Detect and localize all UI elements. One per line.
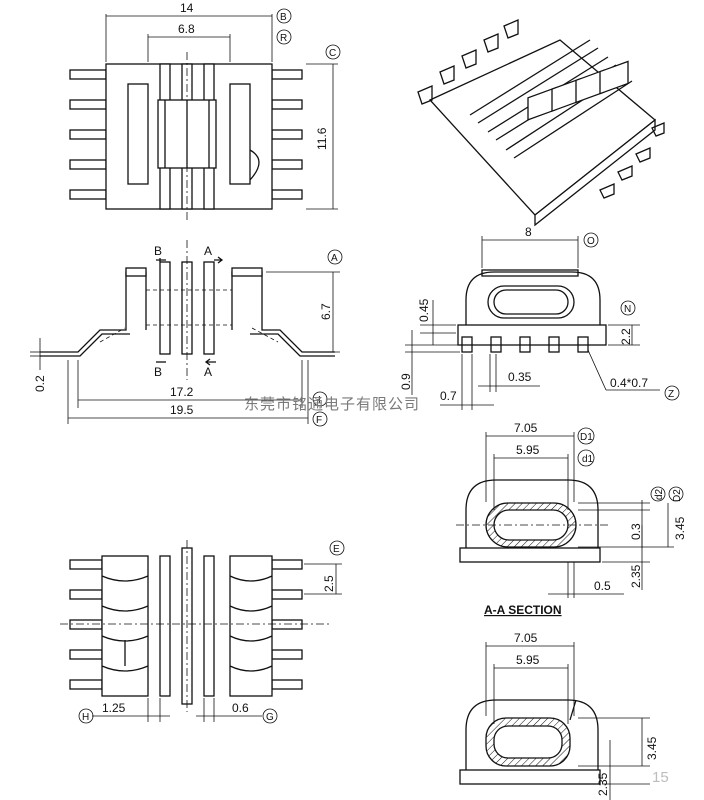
top-view-dim-inner: 6.8 — [178, 22, 195, 36]
section-title: A-A SECTION — [484, 603, 562, 617]
callout-f: F — [316, 415, 322, 426]
iso-pins-left — [417, 19, 519, 105]
lower-section-dim-outer: 7.05 — [514, 631, 538, 645]
top-view-dim-width: 14 — [180, 1, 194, 15]
top-view-right-pins — [271, 69, 303, 200]
top-view-left-pins — [69, 69, 107, 200]
section-b-top: B — [154, 244, 162, 258]
callout-d1-upper: D1 — [580, 432, 593, 443]
watermark-text: 东莞市铭通电子有限公司 — [244, 396, 420, 413]
side-view-pins — [461, 336, 589, 353]
callout-h: H — [82, 712, 89, 723]
callout-g: G — [266, 712, 274, 723]
top-view: 14 6.8 11.6 B R C — [69, 1, 341, 220]
isometric-view — [417, 19, 665, 227]
section-dim-03: 0.3 — [629, 523, 643, 540]
section-dim-235: 2.35 — [629, 564, 643, 588]
front-view-dim-overall: 19.5 — [170, 403, 194, 417]
section-view: 7.05 D1 5.95 d1 0.3 d2 D2 3.45 2.35 0.5 … — [456, 421, 687, 617]
iso-pins-right — [599, 122, 665, 199]
callout-r: R — [280, 33, 287, 44]
bottom-view-left-pins — [69, 559, 103, 690]
front-view-dim-thickness: 0.2 — [33, 375, 47, 392]
callout-c: C — [329, 48, 336, 59]
side-view: 8 O 0.45 2.2 N 0.9 0.7 0.35 0.4*0.7 — [399, 225, 680, 410]
callout-b: B — [280, 12, 287, 23]
lower-section-view: 7.05 5.95 3.45 2.35 — [459, 631, 659, 800]
bottom-view-right-pins — [271, 559, 303, 690]
section-dim-05: 0.5 — [594, 579, 611, 593]
side-view-dim-045: 0.45 — [417, 298, 431, 322]
callout-z: Z — [668, 389, 674, 400]
iso-blocks-right — [527, 60, 629, 121]
top-view-dim-height: 11.6 — [315, 127, 329, 150]
lower-section-dim-345: 3.45 — [645, 736, 659, 760]
front-view: B A B A 6.7 0.2 17.2 19.5 A I F — [30, 240, 343, 427]
bottom-view-dim-pitch: 2.5 — [322, 575, 336, 592]
callout-n: N — [624, 304, 631, 315]
section-dim-outer: 7.05 — [514, 421, 538, 435]
callout-d1-lower: d1 — [582, 454, 594, 465]
side-view-dim-22: 2.2 — [619, 328, 633, 345]
side-view-dim-width: 8 — [525, 225, 532, 239]
section-a-top: A — [204, 244, 212, 258]
section-a-bottom: A — [204, 365, 212, 379]
side-view-dim-09: 0.9 — [399, 373, 413, 390]
callout-e: E — [333, 544, 340, 555]
bottom-view-dim-left: 1.25 — [102, 701, 126, 715]
front-view-dim-span: 17.2 — [170, 385, 194, 399]
lower-section-dim-inner: 5.95 — [516, 653, 540, 667]
bottom-view: 2.5 E 1.25 H 0.6 G — [60, 540, 345, 724]
section-b-bottom: B — [154, 365, 162, 379]
callout-d2-upper: D2 — [672, 489, 683, 502]
callout-i: I — [318, 395, 321, 406]
side-view-dim-pin: 0.4*0.7 — [610, 376, 648, 390]
side-view-dim-035: 0.35 — [508, 370, 532, 384]
section-dim-345: 3.45 — [673, 516, 687, 540]
front-view-dim-height: 6.7 — [319, 303, 333, 320]
section-dim-inner: 5.95 — [516, 443, 540, 457]
callout-o: O — [587, 236, 595, 247]
bottom-view-dim-right: 0.6 — [232, 701, 249, 715]
page-number: 15 — [652, 769, 669, 786]
lower-section-dim-235: 2.35 — [596, 772, 610, 796]
side-view-dim-07: 0.7 — [440, 389, 457, 403]
callout-d2-lower: d2 — [654, 488, 665, 500]
callout-a: A — [331, 253, 338, 264]
